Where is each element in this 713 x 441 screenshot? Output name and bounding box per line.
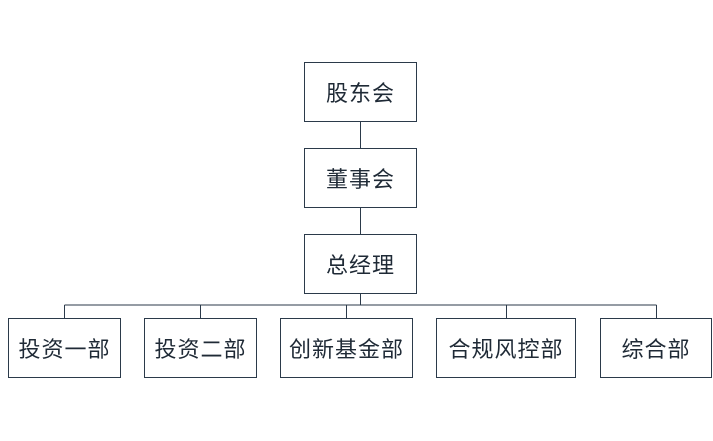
node-label: 投资二部 (154, 338, 247, 363)
node-board-of-directors: 董事会 (304, 148, 417, 208)
node-label: 股东会 (325, 82, 395, 107)
node-label: 合规风控部 (448, 338, 564, 363)
node-label: 总经理 (325, 254, 395, 279)
node-innovation-fund-dept: 创新基金部 (280, 318, 413, 378)
node-label: 董事会 (325, 168, 395, 193)
node-shareholders-meeting: 股东会 (304, 62, 417, 122)
node-label: 创新基金部 (288, 338, 404, 363)
node-label: 投资一部 (18, 338, 111, 363)
node-investment-dept-1: 投资一部 (8, 318, 121, 378)
node-general-affairs-dept: 综合部 (600, 318, 712, 378)
node-compliance-risk-dept: 合规风控部 (436, 318, 576, 378)
node-general-manager: 总经理 (304, 234, 417, 294)
node-label: 综合部 (621, 338, 691, 363)
node-investment-dept-2: 投资二部 (144, 318, 257, 378)
